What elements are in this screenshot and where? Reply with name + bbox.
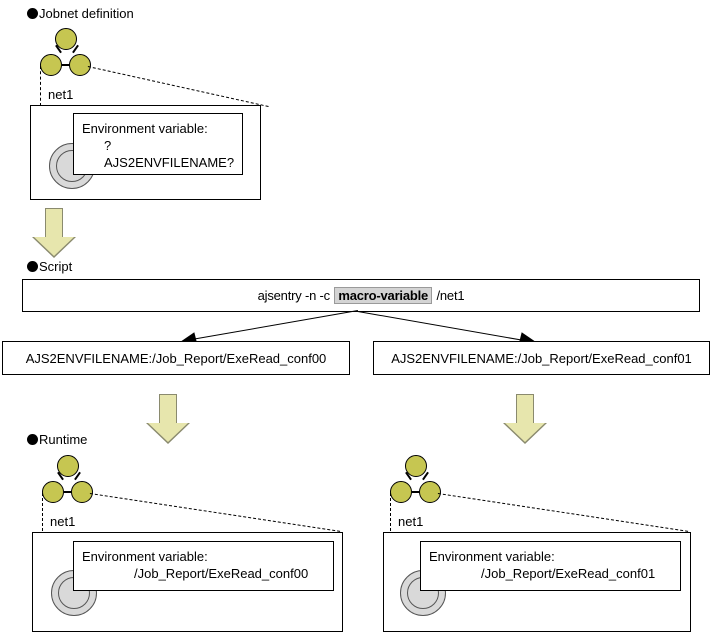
runtime-env-callout-left: Environment variable: /Job_Report/ExeRea… <box>73 541 334 591</box>
section-heading-runtime: Runtime <box>27 432 87 447</box>
leader-line-vertical <box>42 493 43 531</box>
runtime-jobnet-icon-right <box>388 455 444 505</box>
env-label-line: Environment variable: <box>82 549 208 564</box>
runtime-jobnet-icon-left <box>40 455 96 505</box>
jobnet-link-bottom-icon <box>64 491 72 493</box>
command-prefix: ajsentry -n -c <box>257 288 334 303</box>
result-box-conf01: AJS2ENVFILENAME:/Job_Report/ExeRead_conf… <box>373 341 710 375</box>
flow-arrow-result01-to-runtime01 <box>503 394 547 444</box>
connector-to-result-right <box>357 311 530 342</box>
section-title-text: Runtime <box>39 432 88 447</box>
connector-to-result-left <box>186 310 358 341</box>
jobnet-link-bottom-icon <box>62 64 70 66</box>
jobnet-icon <box>38 28 94 78</box>
leader-line-diagonal <box>437 493 689 532</box>
section-title-text: Script <box>39 259 73 274</box>
script-command-box: ajsentry -n -c macro-variable /net1 <box>22 279 700 312</box>
jobnet-node-top-icon <box>405 455 427 477</box>
jobnet-node-left-icon <box>42 481 64 503</box>
jobnet-node-top-icon <box>55 28 77 50</box>
env-value-line: /Job_Report/ExeRead_conf00 <box>134 566 309 581</box>
arrow-shaft <box>45 208 63 238</box>
runtime-env-callout-right: Environment variable: /Job_Report/ExeRea… <box>420 541 681 591</box>
jobnet-link-bottom-icon <box>412 491 420 493</box>
section-title-text: Jobnet definition <box>39 6 134 21</box>
runtime-node-label-right: net1 <box>398 514 424 529</box>
section-heading-script: Script <box>27 259 72 274</box>
macro-variable-chip[interactable]: macro-variable <box>334 287 433 304</box>
arrow-shaft <box>516 394 534 424</box>
arrow-head-fill <box>34 237 74 256</box>
jobnet-node-left-icon <box>40 54 62 76</box>
jobnet-node-left-icon <box>390 481 412 503</box>
env-label-line: Environment variable: <box>429 549 555 564</box>
env-label-line: Environment variable: <box>82 121 208 136</box>
result-box-conf00: AJS2ENVFILENAME:/Job_Report/ExeRead_conf… <box>2 341 350 375</box>
bullet-icon <box>27 8 38 19</box>
jobnet-node-top-icon <box>57 455 79 477</box>
leader-line-diagonal <box>89 493 341 532</box>
leader-line-vertical <box>390 493 391 531</box>
runtime-node-label-left: net1 <box>50 514 76 529</box>
jobnet-node-label: net1 <box>48 87 74 102</box>
bullet-icon <box>27 434 38 445</box>
arrow-head-fill <box>505 423 545 442</box>
leader-line-vertical <box>40 66 41 106</box>
bullet-icon <box>27 261 38 272</box>
flow-arrow-result00-to-runtime00 <box>146 394 190 444</box>
flow-arrow-definition-to-script <box>32 208 76 258</box>
arrow-head-fill <box>148 423 188 442</box>
definition-env-callout: Environment variable: ?AJS2ENVFILENAME? <box>73 113 243 175</box>
env-value-line: /Job_Report/ExeRead_conf01 <box>481 566 656 581</box>
leader-line-diagonal <box>87 66 269 108</box>
command-suffix: /net1 <box>433 288 465 303</box>
section-heading-jobnet-definition: Jobnet definition <box>27 6 134 21</box>
script-command-line: ajsentry -n -c macro-variable /net1 <box>258 287 465 304</box>
env-value-line: ?AJS2ENVFILENAME? <box>104 138 235 170</box>
arrow-shaft <box>159 394 177 424</box>
